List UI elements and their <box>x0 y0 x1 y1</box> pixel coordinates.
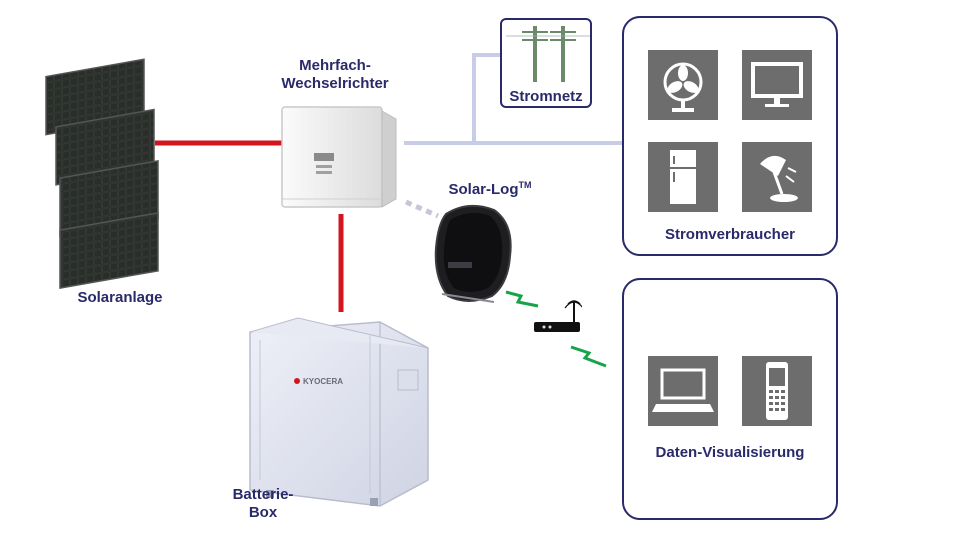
solarlog-label-text: Solar-Log <box>448 181 519 198</box>
grid-label: Stromnetz <box>509 88 583 105</box>
inverter-label-line2: Wechselrichter <box>281 75 389 92</box>
battery-label-line2: Box <box>248 504 278 521</box>
data-line-solarlog <box>404 199 440 219</box>
solar-log-device-icon <box>434 204 512 303</box>
solarlog-label: Solar-LogTM <box>430 176 550 199</box>
fan-icon <box>663 62 703 112</box>
consumers-label: Stromverbraucher <box>664 226 796 243</box>
laptop-tile <box>648 356 718 426</box>
lamp-tile <box>742 142 812 212</box>
battery-label: Batterie- Box <box>218 486 308 522</box>
monitor-tile <box>742 50 812 120</box>
laptop-icon <box>652 368 714 412</box>
fridge-tile <box>648 142 718 212</box>
solar-panels-icon <box>45 58 159 290</box>
power-pylon-icon <box>506 26 590 82</box>
visualisation-label: Daten-Visualisierung <box>655 444 805 461</box>
battery-logo: KYOCERA <box>303 377 343 386</box>
grid-box: Stromnetz <box>500 18 592 108</box>
wireless-signal-1 <box>505 290 539 308</box>
ac-line-grid <box>472 53 502 143</box>
battery-box-icon: KYOCERA <box>249 317 429 507</box>
solarlog-trademark: TM <box>518 180 532 190</box>
fridge-icon <box>670 150 696 204</box>
inverter-label: Mehrfach- Wechselrichter <box>260 57 410 93</box>
wireless-signal-2 <box>570 345 607 368</box>
inverter-icon <box>281 106 397 208</box>
fan-tile <box>648 50 718 120</box>
mobile-phone-icon <box>766 362 788 420</box>
lamp-icon <box>760 155 798 202</box>
router-icon <box>534 300 582 332</box>
consumers-box: Stromverbraucher <box>622 16 838 256</box>
monitor-icon <box>751 62 803 107</box>
inverter-label-line1: Mehrfach- <box>299 57 371 74</box>
visualisation-box: Daten-Visualisierung <box>622 278 838 520</box>
phone-tile <box>742 356 812 426</box>
battery-label-line1: Batterie- <box>232 486 294 503</box>
solar-label: Solaranlage <box>77 289 163 306</box>
